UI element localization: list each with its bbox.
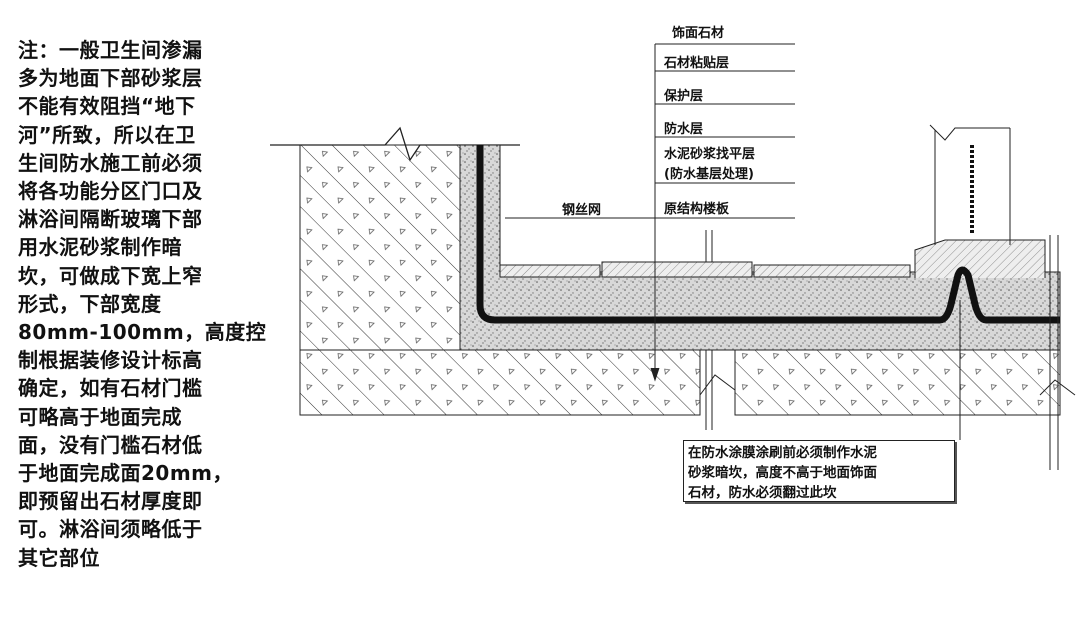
label-slab: 原结构楼板 — [664, 202, 730, 217]
callout-box: 在防水涂膜涂刷前必须制作水泥 砂浆暗坎，高度不高于地面饰面 石材，防水必须翻过此… — [683, 440, 955, 502]
note-line: 其它部位 — [18, 545, 100, 570]
note-line: 确定，如有石材门槛 — [18, 376, 203, 401]
label-stone-adhesive: 石材粘贴层 — [664, 56, 730, 71]
note-line: 可略高于地面完成 — [18, 404, 182, 429]
note-line: 注：一般卫生间渗漏 — [18, 38, 203, 62]
waterproof-membrane — [476, 145, 1060, 324]
note-line: 用水泥砂浆制作暗 — [18, 235, 182, 260]
right-partition — [929, 124, 1059, 470]
label-protection: 保护层 — [664, 89, 704, 104]
note-line: 制根据装修设计标高 — [18, 348, 203, 373]
note-line: 不能有效阻挡“地下 — [18, 94, 196, 119]
note-line: 面，没有门槛石材低 — [18, 432, 203, 457]
note-line: 将各功能分区门口及 — [18, 179, 203, 204]
note-line: 形式，下部宽度 — [18, 291, 162, 316]
callout-line: 石材，防水必须翻过此坎 — [688, 485, 837, 501]
mortar-layer — [459, 144, 1061, 351]
note-line: 淋浴间隔断玻璃下部 — [18, 207, 203, 232]
note-line: 即预留出石材厚度即 — [18, 489, 203, 514]
note-line: 生间防水施工前必须 — [18, 150, 203, 175]
note-text: 注：一般卫生间渗漏 多为地面下部砂浆层 不能有效阻挡“地下 河”所致，所以在卫 … — [18, 36, 278, 572]
note-line: 可。淋浴间须略低于 — [18, 517, 203, 542]
note-line: 于地面完成面20mm， — [18, 461, 234, 486]
left-wall — [270, 126, 520, 351]
note-line: 坎，可做成下宽上窄 — [18, 263, 203, 288]
callout-line: 在防水涂膜涂刷前必须制作水泥 — [688, 445, 877, 461]
label-leveling-note: (防水基层处理) — [664, 167, 754, 182]
note-line: 多为地面下部砂浆层 — [18, 66, 203, 91]
note-line: 80mm-100mm，高度控 — [18, 320, 267, 345]
label-wire-mesh: 钢丝网 — [562, 203, 602, 218]
note-line: 河”所致，所以在卫 — [18, 122, 196, 147]
callout-line: 砂浆暗坎，高度不高于地面饰面 — [688, 465, 877, 481]
finish-stone — [499, 239, 1046, 278]
label-leveling: 水泥砂浆找平层 — [664, 147, 756, 162]
layer-leaders — [505, 43, 961, 440]
label-waterproof: 防水层 — [664, 122, 704, 137]
label-finish-stone: 饰面石材 — [672, 26, 725, 41]
